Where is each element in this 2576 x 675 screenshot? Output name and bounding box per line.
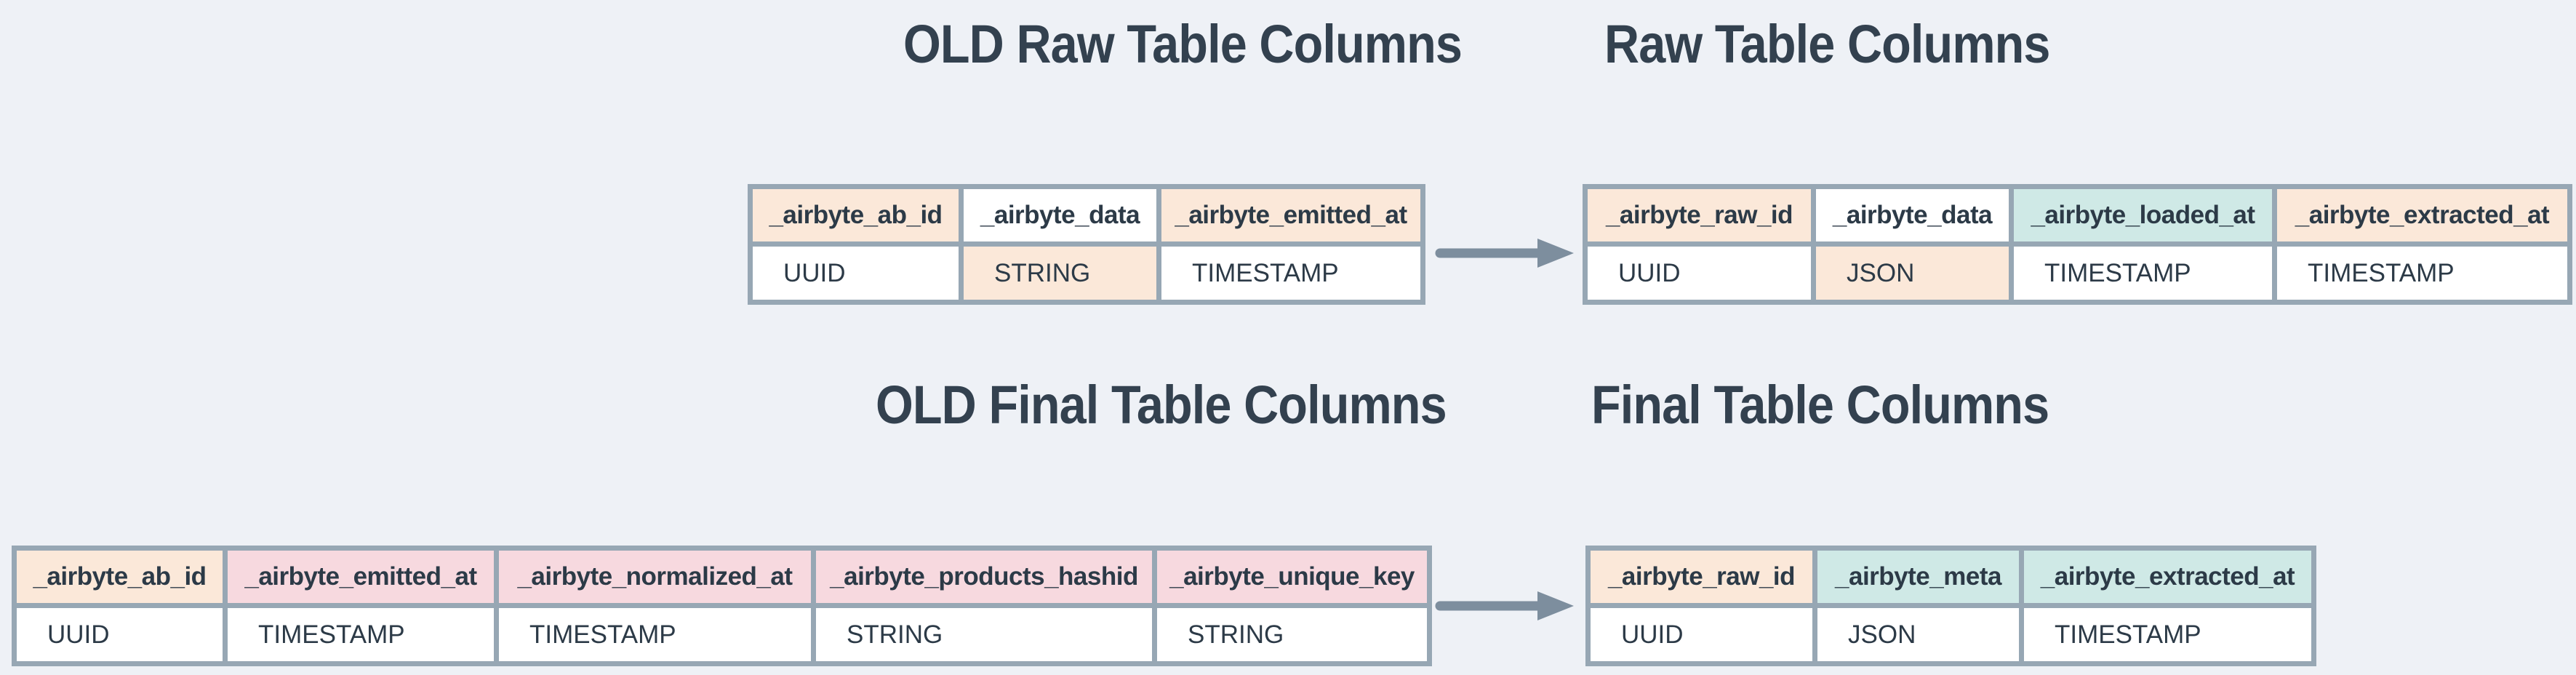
raw-table-title: Raw Table Columns	[1604, 14, 2050, 74]
column-type-_airbyte_normalized_at: TIMESTAMP	[499, 608, 811, 661]
column-header-_airbyte_emitted_at: _airbyte_emitted_at	[1161, 189, 1420, 241]
column-header-_airbyte_loaded_at: _airbyte_loaded_at	[2014, 189, 2272, 241]
column-type-_airbyte_emitted_at: TIMESTAMP	[1161, 247, 1420, 300]
final-table-title: Final Table Columns	[1591, 375, 2049, 435]
old-raw-table: _airbyte_ab_id_airbyte_data_airbyte_emit…	[748, 184, 1425, 305]
column-header-_airbyte_raw_id: _airbyte_raw_id	[1588, 189, 1811, 241]
final-table: _airbyte_raw_id_airbyte_meta_airbyte_ext…	[1585, 546, 2316, 666]
column-type-_airbyte_unique_key: STRING	[1157, 608, 1427, 661]
column-header-_airbyte_extracted_at: _airbyte_extracted_at	[2277, 189, 2567, 241]
column-header-_airbyte_extracted_at: _airbyte_extracted_at	[2024, 551, 2311, 603]
column-header-_airbyte_data: _airbyte_data	[1816, 189, 2009, 241]
raw-table: _airbyte_raw_id_airbyte_data_airbyte_loa…	[1583, 184, 2572, 305]
column-type-_airbyte_meta: JSON	[1817, 608, 2019, 661]
column-header-_airbyte_meta: _airbyte_meta	[1817, 551, 2019, 603]
column-type-_airbyte_loaded_at: TIMESTAMP	[2014, 247, 2272, 300]
column-header-_airbyte_raw_id: _airbyte_raw_id	[1591, 551, 1812, 603]
old-raw-table-title: OLD Raw Table Columns	[903, 14, 1463, 74]
column-header-_airbyte_normalized_at: _airbyte_normalized_at	[499, 551, 811, 603]
column-type-_airbyte_ab_id: UUID	[753, 247, 959, 300]
old-final-table-title: OLD Final Table Columns	[876, 375, 1447, 435]
arrow-right-icon	[1435, 239, 1574, 268]
column-type-_airbyte_data: JSON	[1816, 247, 2009, 300]
column-type-_airbyte_ab_id: UUID	[17, 608, 223, 661]
column-type-_airbyte_emitted_at: TIMESTAMP	[228, 608, 494, 661]
column-header-_airbyte_data: _airbyte_data	[964, 189, 1156, 241]
column-header-_airbyte_emitted_at: _airbyte_emitted_at	[228, 551, 494, 603]
column-type-_airbyte_raw_id: UUID	[1588, 247, 1811, 300]
column-header-_airbyte_ab_id: _airbyte_ab_id	[17, 551, 223, 603]
arrow-right-icon	[1435, 591, 1574, 620]
column-header-_airbyte_ab_id: _airbyte_ab_id	[753, 189, 959, 241]
column-type-_airbyte_products_hashid: STRING	[816, 608, 1152, 661]
column-type-_airbyte_data: STRING	[964, 247, 1156, 300]
column-type-_airbyte_raw_id: UUID	[1591, 608, 1812, 661]
column-type-_airbyte_extracted_at: TIMESTAMP	[2277, 247, 2567, 300]
column-type-_airbyte_extracted_at: TIMESTAMP	[2024, 608, 2311, 661]
old-final-table: _airbyte_ab_id_airbyte_emitted_at_airbyt…	[12, 546, 1432, 666]
column-header-_airbyte_products_hashid: _airbyte_products_hashid	[816, 551, 1152, 603]
column-header-_airbyte_unique_key: _airbyte_unique_key	[1157, 551, 1427, 603]
